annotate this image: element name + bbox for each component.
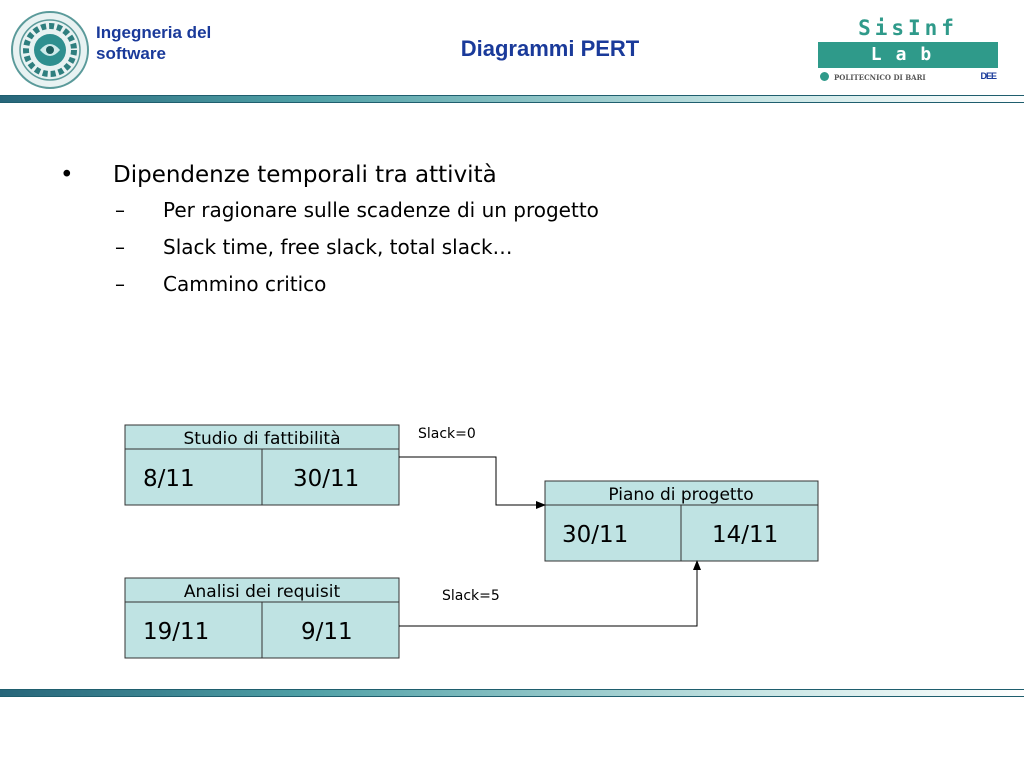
bullet-marker: •: [60, 162, 74, 188]
pert-edge-analisi-to-piano: [399, 560, 701, 627]
sisinf-lab-logo: SisInf Lab POLITECNICO DI BARI DEE: [818, 14, 998, 84]
sub-bullet-text: Slack time, free slack, total slack…: [163, 235, 513, 259]
pert-node-studio-fattibilita: Studio di fattibilità 8/11 30/11: [124, 424, 400, 506]
lab-logo-institution: POLITECNICO DI BARI: [834, 73, 926, 82]
node-end-date: 9/11: [301, 619, 353, 645]
dash-marker: –: [115, 235, 125, 259]
pert-node-piano-progetto: Piano di progetto 30/11 14/11: [544, 480, 819, 562]
node-title: Piano di progetto: [608, 485, 753, 505]
lab-logo-dept: DEE: [980, 71, 996, 81]
node-title: Studio di fattibilità: [184, 429, 341, 449]
sub-bullet-item: – Cammino critico: [60, 266, 960, 303]
university-seal-logo: [10, 10, 90, 90]
node-start-date: 19/11: [143, 619, 209, 645]
lab-logo-footer: POLITECNICO DI BARI DEE: [818, 68, 998, 84]
dash-marker: –: [115, 272, 125, 296]
node-title: Analisi dei requisit: [184, 582, 341, 602]
slide-title: Diagrammi PERT: [460, 36, 640, 61]
node-start-date: 8/11: [143, 466, 195, 492]
sub-bullet-item: – Per ragionare sulle scadenze di un pro…: [60, 192, 960, 229]
org-name: Ingegneria del software: [96, 23, 212, 63]
edge-slack-label: Slack=0: [418, 426, 476, 442]
lab-logo-bar-text: Lab: [818, 42, 998, 68]
sub-bullet-text: Cammino critico: [163, 272, 327, 296]
bullet-text: Dipendenze temporali tra attività: [113, 162, 497, 188]
bullet-item: • Dipendenze temporali tra attività: [60, 158, 960, 192]
node-start-date: 30/11: [562, 522, 628, 548]
sub-bullet-item: – Slack time, free slack, total slack…: [60, 229, 960, 266]
pert-node-analisi-requisiti: Analisi dei requisit 19/11 9/11: [124, 577, 400, 659]
node-end-date: 30/11: [293, 466, 359, 492]
lab-logo-top-text: SisInf: [858, 16, 958, 40]
header-divider: [0, 95, 1024, 103]
edge-slack-label: Slack=5: [442, 588, 500, 604]
bullet-list: • Dipendenze temporali tra attività – Pe…: [60, 158, 960, 303]
dash-marker: –: [115, 198, 125, 222]
sub-bullet-text: Per ragionare sulle scadenze di un proge…: [163, 198, 599, 222]
politecnico-icon: [820, 72, 829, 81]
node-end-date: 14/11: [712, 522, 778, 548]
pert-edge-studio-to-piano: [399, 456, 546, 509]
footer-divider: [0, 689, 1024, 697]
